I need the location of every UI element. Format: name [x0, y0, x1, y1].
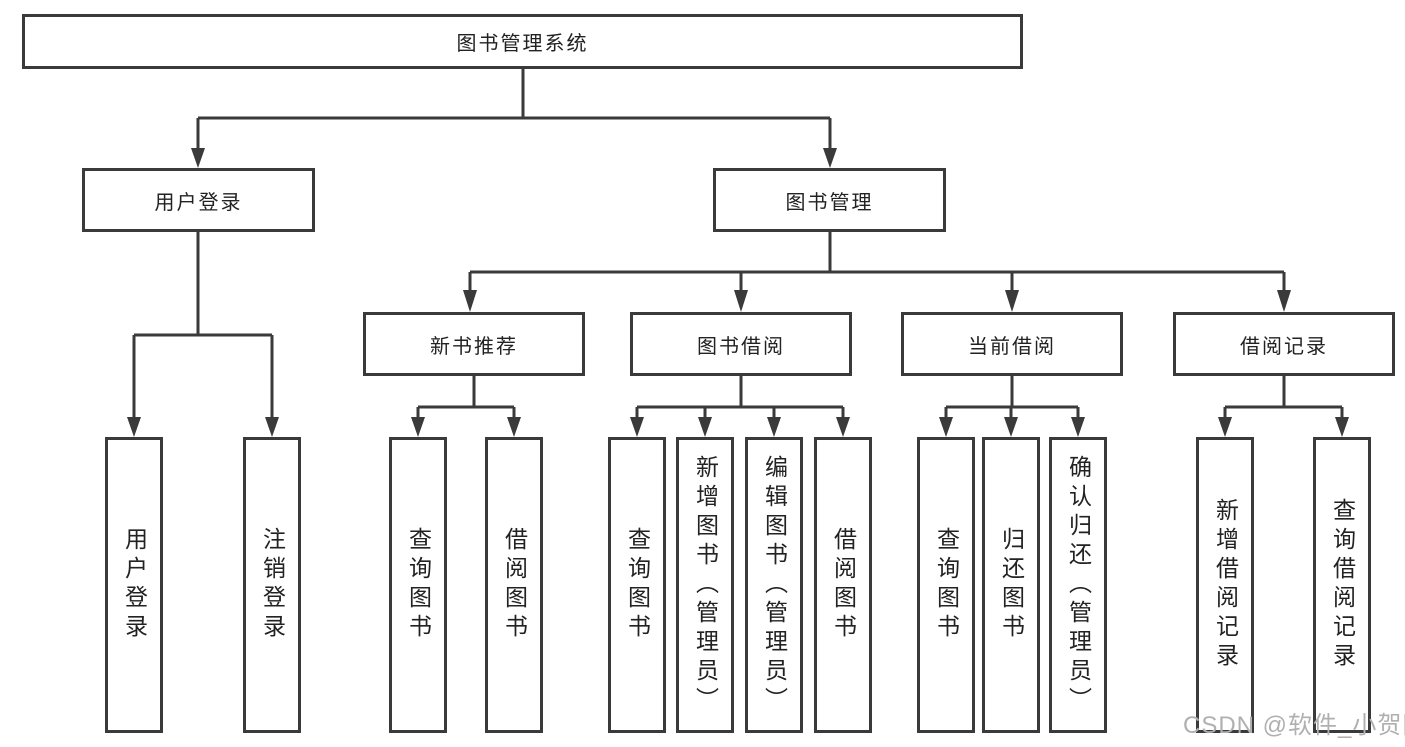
- leaf-return-book: 归还图书: [982, 437, 1040, 733]
- connector-management-to-level3: [463, 232, 1291, 312]
- node-label: 用户登录: [154, 191, 243, 214]
- leaf-query-books-current: 查询图书: [917, 437, 975, 733]
- leaf-borrow-books: 借阅图书: [814, 437, 872, 733]
- node-label: 新书推荐: [430, 335, 518, 358]
- node-label: 查询图书: [405, 527, 432, 643]
- node-label: 图书管理: [785, 191, 874, 214]
- leaf-user-login: 用户登录: [105, 437, 163, 733]
- node-label: 图书管理系统: [456, 33, 589, 55]
- leaf-borrow-books-recommend: 借阅图书: [485, 437, 543, 733]
- node-label: 借阅记录: [1240, 335, 1328, 358]
- node-label: 归还图书: [998, 527, 1025, 643]
- node-label: 图书借阅: [697, 335, 785, 358]
- node-label: 查询借阅记录: [1329, 498, 1356, 672]
- node-label: 编辑图书（管理员）: [761, 454, 788, 716]
- connector-recommend-to-leaves: [411, 376, 521, 437]
- leaf-edit-book-admin: 编辑图书（管理员）: [745, 437, 803, 733]
- connector-borrow-to-leaves: [630, 376, 850, 437]
- leaf-query-books-borrow: 查询图书: [608, 437, 666, 733]
- leaf-query-books-recommend: 查询图书: [389, 437, 447, 733]
- node-current-borrow: 当前借阅: [901, 312, 1123, 376]
- leaf-confirm-return-admin: 确认归还（管理员）: [1049, 437, 1107, 733]
- node-label: 注销登录: [259, 527, 286, 643]
- node-label: 新增借阅记录: [1212, 498, 1239, 672]
- connector-records-to-leaves: [1218, 376, 1349, 437]
- node-book-management: 图书管理: [713, 168, 946, 232]
- leaf-query-borrow-record: 查询借阅记录: [1313, 437, 1371, 733]
- connector-login-to-leaves: [127, 232, 279, 437]
- node-root: 图书管理系统: [22, 14, 1023, 69]
- node-borrow-records: 借阅记录: [1173, 312, 1395, 376]
- connector-root-to-level2: [191, 69, 837, 168]
- leaf-add-borrow-record: 新增借阅记录: [1196, 437, 1254, 733]
- connector-current-to-leaves: [939, 376, 1085, 437]
- node-user-login: 用户登录: [82, 168, 315, 232]
- node-label: 借阅图书: [501, 527, 528, 643]
- node-label: 新增图书（管理员）: [692, 454, 719, 716]
- node-label: 借阅图书: [830, 527, 857, 643]
- node-book-borrow: 图书借阅: [630, 312, 852, 376]
- node-label: 用户登录: [121, 527, 148, 643]
- node-label: 确认归还（管理员）: [1065, 454, 1092, 716]
- node-label: 查询图书: [933, 527, 960, 643]
- node-label: 查询图书: [624, 527, 651, 643]
- node-label: 当前借阅: [968, 335, 1056, 358]
- node-new-book-recommend: 新书推荐: [363, 312, 585, 376]
- csdn-watermark: CSDN @软件_小贺同学: [1183, 712, 1405, 739]
- leaf-logout: 注销登录: [243, 437, 301, 733]
- leaf-add-book-admin: 新增图书（管理员）: [676, 437, 734, 733]
